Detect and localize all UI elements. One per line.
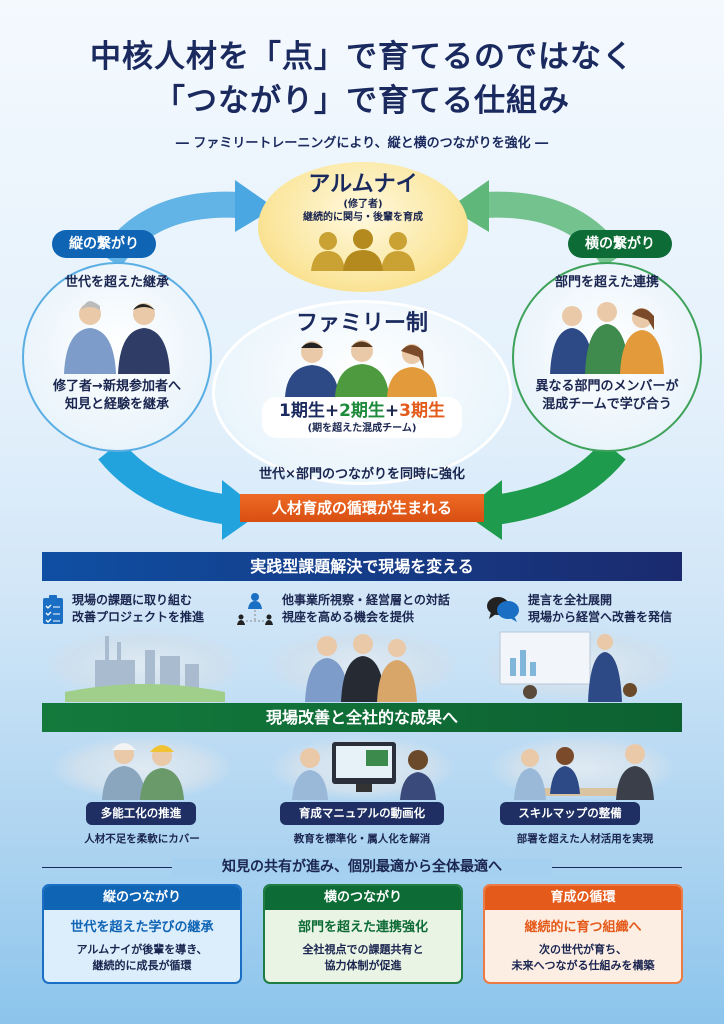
family-note: (期を超えた混成チーム) [307,423,417,434]
mentor-and-junior-illustration [64,301,170,374]
subtitle: ― ファミリートレーニングにより、縦と横のつながりを強化 ― [175,136,549,151]
video-manual-caption: 教育を標準化・属人化を解消 [293,833,431,845]
skill-map-caption: 部署を超えた人材活用を実現 [516,833,654,845]
skill-map-illustration [490,736,675,800]
section1-item-1: 現場の課題に取り組む改善プロジェクトを推進 [42,592,204,626]
item-2-line-2: 視座を高める機会を提供 [282,610,415,624]
vertical-line-1: 修了者→新規参加者へ [53,379,181,394]
vertical-heading: 世代を超えた継承 [64,275,169,290]
box-header: 育成の循環 [485,886,681,910]
cross-department-team-illustration [550,302,664,374]
section1-item-3: 提言を全社展開現場から経営へ改善を発信 [486,592,672,626]
multiskill-illustration [52,736,232,800]
family-title: ファミリー制 [295,311,428,336]
arrow-right-down [491,440,626,525]
box-header: 横のつながり [265,886,461,910]
section2-header: 現場改善と全社的な成果へ [42,703,682,732]
summary-heading: 知見の共有が進み、個別最適から全体最適へ [172,858,552,876]
item-3-line-2: 現場から経営へ改善を発信 [528,610,673,624]
skill-map-label: スキルマップの整備 [500,802,640,825]
speech-bubbles-icon [487,597,519,622]
multiskill-caption: 人材不足を柔軟にカバー [84,833,200,845]
box-line-2: 協力体制が促進 [324,959,402,972]
alumni-node: アルムナイ (修了者) 継続的に関与・後輩を育成 [258,162,468,292]
summary-box-cycle: 育成の循環 継続的に育つ組織へ 次の世代が育ち、未来へつながる仕組みを構築 [483,884,683,984]
box-line-1: アルムナイが後輩を導き、 [76,943,208,956]
strengthen-text: 世代×部門のつながりを同時に強化 [259,467,465,482]
clipboard-checklist-icon [43,595,63,624]
vertical-connection-circle: 世代を超えた継承 修了者→新規参加者へ 知見と経験を継承 [22,262,212,452]
horizontal-badge: 横の繋がり [568,230,672,258]
horizontal-heading: 部門を超えた連携 [554,275,659,290]
title-line-2: 「つながり」で育てる仕組み [154,83,570,119]
cycle-banner: 人材育成の循環が生まれる [240,494,484,522]
gen2-label: 2期生 [339,401,385,421]
horizontal-connection-circle: 部門を超えた連携 異なる部門のメンバーが 混成チームで学び合う [512,262,702,452]
presentation-illustration [480,628,680,702]
item-1-line-1: 現場の課題に取り組む [72,593,193,607]
summary-box-horizontal: 横のつながり 部門を超えた連携強化 全社視点での課題共有と協力体制が促進 [263,884,463,984]
section1-header: 実践型課題解決で現場を変える [42,552,682,581]
box-line-1: 全社視点での課題共有と [302,943,424,956]
generation-box: 1期生+2期生+3期生 (期を超えた混成チーム) [262,397,462,438]
box-title: 世代を超えた学びの継承 [70,920,214,935]
horizontal-line-1: 異なる部門のメンバーが [535,379,679,394]
executive-dialogue-illustration [265,628,460,702]
summary-box-vertical: 縦のつながり 世代を超えた学びの継承 アルムナイが後輩を導き、継続的に成長が循環 [42,884,242,984]
section1-item-2: 他事業所視察・経営層との対話視座を高める機会を提供 [236,592,450,626]
plus-sign: + [324,401,340,421]
gen3-label: 3期生 [399,401,446,421]
cycle-arrows [98,180,626,540]
item-2-line-1: 他事業所視察・経営層との対話 [282,593,450,607]
gen1-label: 1期生 [278,401,325,421]
vertical-badge: 縦の繋がり [52,230,156,258]
family-system-node: ファミリー制 1期生+2期生+3期生 (期を超えた混成チーム) [212,300,512,485]
item-1-line-2: 改善プロジェクトを推進 [72,610,205,624]
plus-sign: + [384,401,400,421]
box-line-2: 継続的に成長が循環 [92,959,192,972]
video-manual-illustration [270,736,455,800]
alumni-silhouettes-icon [311,229,415,271]
box-title: 継続的に育つ組織へ [524,920,642,935]
arrowhead-left-up [235,180,275,232]
alumni-desc: 継続的に関与・後輩を育成 [303,212,423,223]
org-network-icon [237,593,273,625]
factory-illustration [45,628,245,702]
box-title: 部門を超えた連携強化 [297,920,428,935]
vertical-line-2: 知見と経験を継承 [64,397,169,412]
multiskill-label: 多能工化の推進 [86,802,196,825]
mixed-team-illustration [285,340,437,397]
box-line-1: 次の世代が育ち、 [539,943,627,956]
title-line-1: 中核人材を「点」で育てるのではなく [90,39,634,75]
video-manual-label: 育成マニュアルの動画化 [280,802,444,825]
arrow-left-down [98,440,233,525]
alumni-note: (修了者) [343,199,383,210]
item-3-line-1: 提言を全社展開 [528,593,613,607]
box-line-2: 未来へつながる仕組みを構築 [511,959,655,972]
arrowhead-right-up [449,180,489,232]
horizontal-line-2: 混成チームで学び合う [542,397,672,412]
alumni-title: アルムナイ [308,172,418,197]
box-header: 縦のつながり [44,886,240,910]
